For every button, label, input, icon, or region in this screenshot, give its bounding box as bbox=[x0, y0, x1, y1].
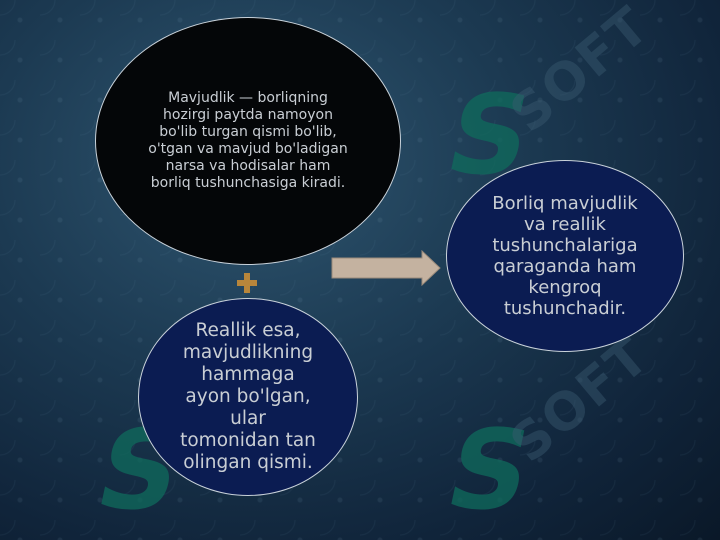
node-mavjudlik-text: Mavjudlik — borliqning hozirgi paytda na… bbox=[148, 90, 348, 191]
node-borliq: Borliq mavjudlik va reallik tushunchalar… bbox=[446, 160, 684, 352]
node-borliq-text: Borliq mavjudlik va reallik tushunchalar… bbox=[492, 193, 638, 319]
node-reallik: Reallik esa, mavjudlikning hammaga ayon … bbox=[138, 298, 358, 496]
node-reallik-text: Reallik esa, mavjudlikning hammaga ayon … bbox=[180, 320, 316, 473]
plus-icon bbox=[237, 273, 257, 293]
node-mavjudlik: Mavjudlik — borliqning hozirgi paytda na… bbox=[95, 17, 401, 265]
arrow-right-icon bbox=[331, 250, 441, 286]
